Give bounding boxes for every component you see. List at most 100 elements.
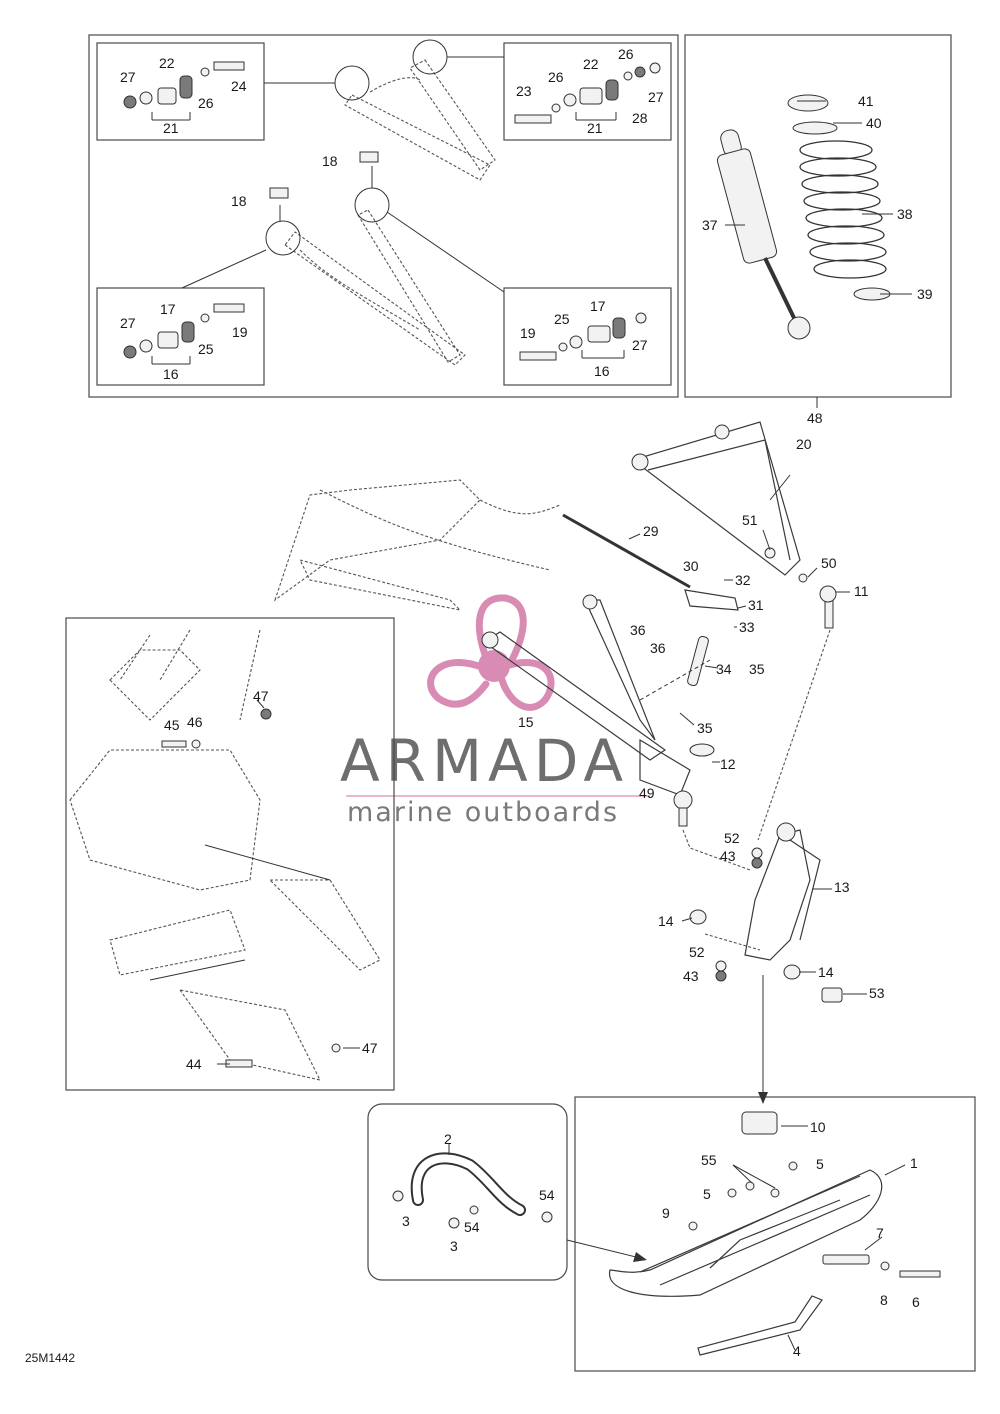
- callout-34: 34: [716, 661, 732, 677]
- callout-18: 18: [322, 153, 338, 169]
- callout-10: 10: [810, 1119, 826, 1135]
- panel-frames: [65, 34, 976, 1372]
- spacer-tube-7: [822, 1254, 870, 1265]
- callout-29: 29: [643, 523, 659, 539]
- frame-mount-sketch: [69, 629, 381, 1081]
- callout-51: 51: [742, 512, 758, 528]
- callout-35: 35: [749, 661, 765, 677]
- bushing-detail-lower-left: [96, 287, 265, 386]
- callout-22: 22: [583, 56, 599, 72]
- lower-arm-pivot-circle-left: [265, 220, 301, 256]
- callout-26: 26: [548, 69, 564, 85]
- callout-5: 5: [703, 1186, 711, 1202]
- callout-27: 27: [648, 89, 664, 105]
- spacer-18-upper: [359, 151, 379, 163]
- callout-14: 14: [658, 913, 674, 929]
- callout-15: 15: [518, 714, 534, 730]
- callout-53: 53: [869, 985, 885, 1001]
- callout-23: 23: [516, 83, 532, 99]
- callout-4: 4: [793, 1343, 801, 1359]
- callout-36: 36: [630, 622, 646, 638]
- part-callouts: 27 22 26 24 21 26 22 26 23 27 28 21 18 1…: [120, 46, 933, 1359]
- upper-a-arm-sketch: [334, 39, 496, 181]
- callout-50: 50: [821, 555, 837, 571]
- callout-27: 27: [120, 315, 136, 331]
- callout-38: 38: [897, 206, 913, 222]
- callout-16: 16: [163, 366, 179, 382]
- watermark: ARMADA marine outboards: [340, 594, 650, 828]
- callout-24: 24: [231, 78, 247, 94]
- callout-25: 25: [198, 341, 214, 357]
- callout-43: 43: [683, 968, 699, 984]
- bushing-detail-lower-right: [503, 287, 672, 386]
- callout-3: 3: [402, 1213, 410, 1229]
- callout-21: 21: [163, 120, 179, 136]
- callout-13: 13: [834, 879, 850, 895]
- callout-54: 54: [539, 1187, 555, 1203]
- watermark-propeller-logo: [427, 594, 555, 711]
- callout-44: 44: [186, 1056, 202, 1072]
- hardware-lower-left: [123, 303, 245, 365]
- handle-fasteners: [392, 1190, 553, 1229]
- callout-52: 52: [724, 830, 740, 846]
- tie-rod-end-11: [824, 597, 834, 629]
- bushing-detail-upper-right: [503, 42, 672, 141]
- callout-21: 21: [587, 120, 603, 136]
- callout-43: 43: [720, 848, 736, 864]
- ski-assembly-arrow: [758, 975, 768, 1104]
- drawing-code: 25M1442: [25, 1351, 75, 1365]
- callout-26: 26: [618, 46, 634, 62]
- callout-17: 17: [590, 298, 606, 314]
- callout-33: 33: [739, 619, 755, 635]
- ski-hardware: [688, 1161, 941, 1278]
- lower-a-arm-15: [481, 594, 691, 796]
- ski-handle-2: [410, 1152, 526, 1216]
- callout-16: 16: [594, 363, 610, 379]
- callout-8: 8: [880, 1292, 888, 1308]
- ski-panel: [574, 1096, 976, 1372]
- callout-28: 28: [632, 110, 648, 126]
- callout-36: 36: [650, 640, 666, 656]
- frame-ghost-sketch: [273, 479, 561, 611]
- callout-49: 49: [639, 785, 655, 801]
- shock-absorber: [716, 129, 811, 340]
- ball-joints-and-bushings: [673, 547, 843, 1003]
- callout-19: 19: [520, 325, 536, 341]
- ski-1: [609, 1111, 883, 1297]
- spacer-18-lower: [269, 187, 289, 199]
- wear-pad-10: [741, 1111, 778, 1135]
- hardware-upper-right: [514, 62, 661, 124]
- hardware-lower-right: [519, 312, 647, 361]
- upper-arm-pivot-circle-left: [334, 65, 370, 101]
- callout-leaders: [217, 100, 912, 1351]
- callout-12: 12: [720, 756, 736, 772]
- watermark-brand: ARMADA: [340, 727, 629, 795]
- callout-41: 41: [858, 93, 874, 109]
- callout-31: 31: [748, 597, 764, 613]
- bushing-14-lower: [783, 964, 801, 980]
- callout-48: 48: [807, 410, 823, 426]
- sleeve-53: [821, 987, 843, 1003]
- ski-handle-panel: [367, 1103, 568, 1281]
- callout-5: 5: [816, 1156, 824, 1172]
- callout-37: 37: [702, 217, 718, 233]
- callout-47: 47: [253, 688, 269, 704]
- callout-26: 26: [198, 95, 214, 111]
- callout-45: 45: [164, 717, 180, 733]
- detail-leader-lines: [181, 56, 505, 293]
- callout-27: 27: [120, 69, 136, 85]
- watermark-tagline: marine outboards: [347, 797, 619, 828]
- callout-47: 47: [362, 1040, 378, 1056]
- lower-a-arm-sketch: [265, 187, 466, 366]
- callout-17: 17: [160, 301, 176, 317]
- callout-7: 7: [876, 1225, 884, 1241]
- spring-retainers: [787, 94, 891, 301]
- frame-mount-hardware: [161, 708, 341, 1068]
- sway-bar-link: [562, 513, 739, 701]
- callout-25: 25: [554, 311, 570, 327]
- spindle-13: [744, 822, 821, 961]
- bushing-14-upper: [689, 909, 707, 925]
- ball-joint-49: [673, 790, 693, 810]
- handle-to-ski-arrow: [566, 1239, 647, 1262]
